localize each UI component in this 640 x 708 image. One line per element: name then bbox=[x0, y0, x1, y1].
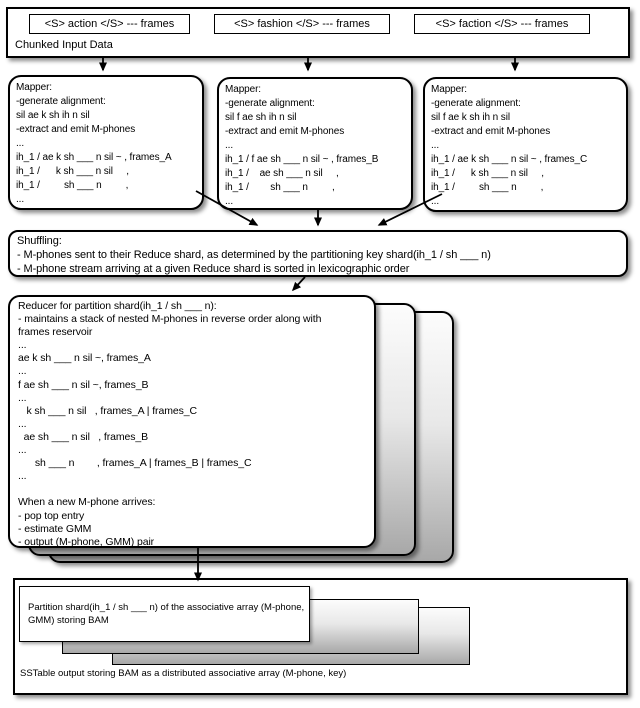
mapper-box-1: Mapper: -generate alignment: sil ae k sh… bbox=[8, 75, 204, 210]
partition-shard-box: Partition shard(ih_1 / sh ___ n) of the … bbox=[19, 586, 310, 642]
mapper-box-2: Mapper: -generate alignment: sil f ae sh… bbox=[217, 77, 413, 210]
arrow-shuffle-to-reducer bbox=[291, 276, 306, 292]
reducer-box: Reducer for partition shard(ih_1 / sh __… bbox=[8, 295, 376, 548]
mapper-2-text: Mapper: -generate alignment: sil f ae sh… bbox=[225, 84, 379, 207]
input-chunk-faction: <S> faction </S> --- frames bbox=[414, 14, 590, 34]
shuffling-box: Shuffling: - M-phones sent to their Redu… bbox=[8, 230, 628, 277]
chunked-input-label: Chunked Input Data bbox=[15, 39, 113, 51]
shuffling-text: Shuffling: - M-phones sent to their Redu… bbox=[17, 235, 491, 275]
input-chunk-fashion: <S> fashion </S> --- frames bbox=[214, 14, 390, 34]
input-chunk-faction-label: <S> faction </S> --- frames bbox=[435, 18, 569, 30]
reducer-text: Reducer for partition shard(ih_1 / sh __… bbox=[18, 300, 322, 548]
partition-shard-text: Partition shard(ih_1 / sh ___ n) of the … bbox=[28, 602, 305, 626]
mapper-3-text: Mapper: -generate alignment: sil f ae k … bbox=[431, 84, 588, 207]
input-chunk-fashion-label: <S> fashion </S> --- frames bbox=[234, 18, 370, 30]
mapper-1-text: Mapper: -generate alignment: sil ae k sh… bbox=[16, 82, 172, 205]
mapper-box-3: Mapper: -generate alignment: sil f ae k … bbox=[423, 77, 628, 212]
input-chunk-action: <S> action </S> --- frames bbox=[29, 14, 190, 34]
input-chunk-action-label: <S> action </S> --- frames bbox=[44, 18, 175, 30]
sstable-output-label: SSTable output storing BAM as a distribu… bbox=[20, 668, 347, 679]
sstable-output-box: Partition shard(ih_1 / sh ___ n) of the … bbox=[13, 578, 628, 695]
chunked-input-box: <S> action </S> --- frames <S> fashion <… bbox=[6, 7, 630, 58]
